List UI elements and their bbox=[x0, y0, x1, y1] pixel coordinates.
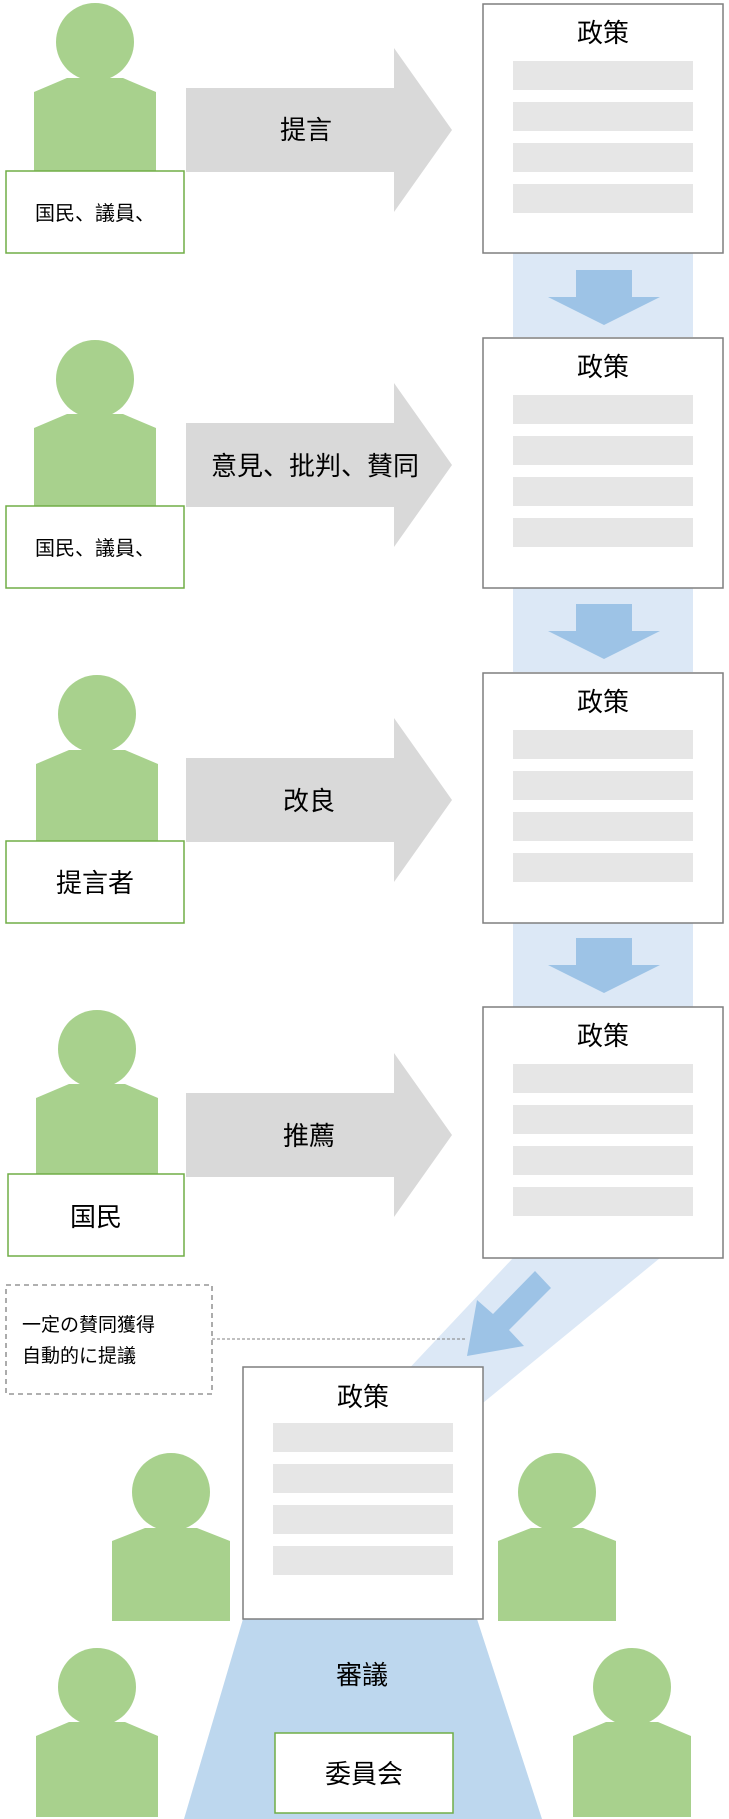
document-line bbox=[513, 184, 693, 213]
person-icon bbox=[593, 1648, 671, 1726]
action-label: 提言 bbox=[280, 116, 332, 146]
person-body bbox=[573, 1722, 691, 1817]
document-line bbox=[513, 853, 693, 882]
policy-title: 政策 bbox=[577, 1022, 629, 1052]
action-arrow bbox=[186, 48, 452, 212]
actor-name-box bbox=[5, 170, 185, 254]
person-icon bbox=[58, 1010, 136, 1088]
person-icon bbox=[132, 1453, 210, 1531]
committee-box bbox=[274, 1732, 454, 1814]
person-icon bbox=[58, 675, 136, 753]
actor-name: 提言者 bbox=[56, 869, 134, 899]
document-line bbox=[273, 1423, 453, 1452]
actor-name-box bbox=[5, 840, 185, 924]
document-line bbox=[513, 436, 693, 465]
action-label: 推薦 bbox=[283, 1122, 335, 1152]
document-line bbox=[513, 477, 693, 506]
person-icon bbox=[56, 3, 134, 81]
document-line bbox=[513, 102, 693, 131]
document-line bbox=[513, 518, 693, 547]
document-line bbox=[513, 1187, 693, 1216]
document-line bbox=[513, 1146, 693, 1175]
document-line bbox=[513, 730, 693, 759]
document-line bbox=[273, 1505, 453, 1534]
action-arrow bbox=[186, 383, 452, 547]
person-icon bbox=[56, 340, 134, 418]
stage-4: 国民 推薦 政策 bbox=[7, 1006, 724, 1259]
person-body bbox=[36, 1722, 158, 1817]
action-arrow bbox=[186, 1053, 452, 1217]
action-label: 改良 bbox=[283, 787, 335, 817]
stage-3: 提言者 改良 政策 bbox=[5, 672, 724, 924]
person-body bbox=[34, 414, 156, 510]
policy-title: 政策 bbox=[577, 19, 629, 49]
document-line bbox=[273, 1464, 453, 1493]
committee-label: 委員会 bbox=[325, 1760, 403, 1790]
document-line bbox=[513, 771, 693, 800]
threshold-note-box bbox=[5, 1284, 213, 1395]
diagonal-arrow bbox=[467, 1271, 551, 1356]
threshold-note-line-2: 自動的に提議 bbox=[22, 1345, 136, 1367]
person-body bbox=[36, 1084, 158, 1178]
action-label: 意見、批判、賛同 bbox=[211, 452, 419, 482]
policy-title: 政策 bbox=[577, 353, 629, 383]
document-line bbox=[513, 143, 693, 172]
down-arrow-3 bbox=[548, 938, 660, 993]
actor-name-box bbox=[5, 505, 185, 589]
down-arrow-1 bbox=[548, 270, 660, 325]
document-line bbox=[513, 61, 693, 90]
person-icon bbox=[58, 1648, 136, 1726]
policy-title: 政策 bbox=[577, 688, 629, 718]
stage-1: 国民、議員、 提言 政策 bbox=[5, 3, 724, 254]
document-line bbox=[513, 1064, 693, 1093]
deliberation-label: 審議 bbox=[336, 1661, 388, 1691]
person-body bbox=[498, 1528, 616, 1621]
document-line bbox=[273, 1546, 453, 1575]
actor-name: 国民、議員、 bbox=[35, 536, 155, 560]
document-line bbox=[513, 395, 693, 424]
stage-2: 国民、議員、 意見、批判、賛同 政策 bbox=[5, 337, 724, 589]
threshold-note-line-1: 一定の賛同獲得 bbox=[22, 1314, 155, 1336]
document-line bbox=[513, 1105, 693, 1134]
person-body bbox=[36, 750, 158, 845]
down-arrow-2 bbox=[548, 604, 660, 659]
action-arrow bbox=[186, 718, 452, 882]
person-icon bbox=[518, 1453, 596, 1531]
document-line bbox=[513, 812, 693, 841]
actor-name: 国民 bbox=[70, 1203, 122, 1233]
final-policy-title: 政策 bbox=[337, 1383, 389, 1413]
actor-name: 国民、議員、 bbox=[35, 201, 155, 225]
person-body bbox=[34, 78, 156, 175]
person-body bbox=[112, 1528, 230, 1621]
actor-name-box bbox=[7, 1173, 185, 1257]
